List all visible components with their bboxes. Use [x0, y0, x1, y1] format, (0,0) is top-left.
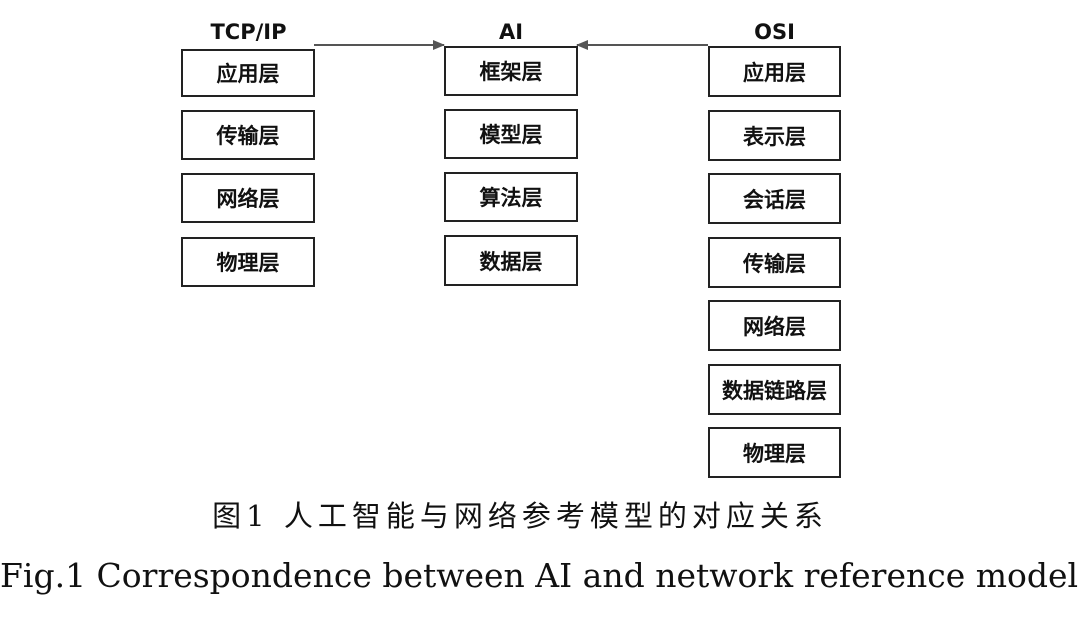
tcpip-layer-transport: 传输层: [181, 110, 315, 160]
osi-layer-presentation: 表示层: [708, 110, 841, 161]
ai-layer-algorithm: 算法层: [444, 172, 578, 222]
osi-layer-transport: 传输层: [708, 237, 841, 288]
tcpip-layer-application: 应用层: [181, 49, 315, 97]
osi-layer-session: 会话层: [708, 173, 841, 224]
osi-layer-application: 应用层: [708, 46, 841, 97]
osi-column-title: OSI: [754, 20, 795, 44]
ai-layer-data: 数据层: [444, 235, 578, 286]
osi-layer-network: 网络层: [708, 300, 841, 351]
osi-layer-physical: 物理层: [708, 427, 841, 478]
tcpip-layer-network: 网络层: [181, 173, 315, 223]
ai-layer-framework: 框架层: [444, 46, 578, 96]
ai-layer-model: 模型层: [444, 109, 578, 159]
figure-caption-chinese: 图1 人工智能与网络参考模型的对应关系: [212, 499, 828, 533]
figure-caption-english: Fig.1 Correspondence between AI and netw…: [0, 556, 1078, 595]
osi-layer-data-link: 数据链路层: [708, 364, 841, 415]
tcpip-column-title: TCP/IP: [210, 20, 287, 44]
figure-canvas: TCP/IP 应用层 传输层 网络层 物理层 AI 框架层 模型层 算法层 数据…: [0, 20, 1078, 595]
tcpip-layer-physical: 物理层: [181, 237, 315, 287]
ai-column-title: AI: [498, 20, 524, 44]
